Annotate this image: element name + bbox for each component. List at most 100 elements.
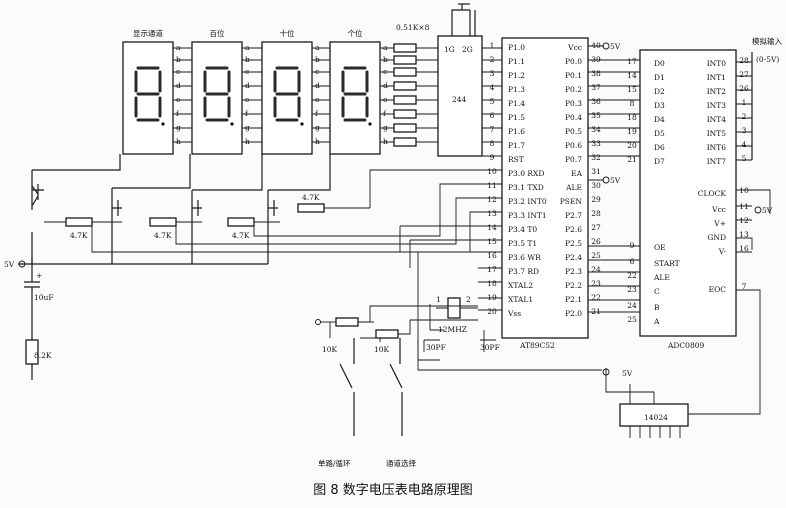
mcu-pin-number: 38 — [591, 69, 601, 78]
resistor-array-label: 0.51K×8 — [396, 23, 430, 32]
mcu-pin-number: 14 — [487, 223, 497, 232]
adc-pin-number: 13 — [739, 230, 749, 239]
resistor-array — [393, 43, 438, 147]
adc-pin-number: 22 — [627, 271, 637, 280]
crystal-cap-label: 30PF — [480, 343, 500, 352]
segment-label: f — [315, 109, 319, 118]
segment-label: h — [176, 137, 181, 146]
adc-pin-number: 21 — [627, 155, 637, 164]
buffer-pin-label: 1G — [444, 45, 455, 54]
mcu-pin-label: XTAL2 — [508, 281, 533, 290]
adc-pin-number: 18 — [627, 113, 637, 122]
adc-pin-label: OE — [654, 243, 666, 252]
mcu-pin-number: 2 — [490, 55, 495, 64]
mcu-pin-number: 6 — [490, 111, 495, 120]
adc-pin-number: 1 — [742, 98, 747, 107]
segment-label: a — [245, 43, 250, 52]
adc-pin-number: 7 — [742, 282, 747, 291]
mcu-pin-number: 21 — [591, 307, 601, 316]
mcu-pin-label: RST — [508, 155, 524, 164]
mcu-pin-label: Vss — [507, 309, 521, 318]
segment-label: b — [176, 55, 181, 64]
mcu-chip — [478, 37, 640, 339]
mcu-pin-label: P1.2 — [508, 71, 525, 80]
display-label: 显示通道 — [133, 28, 163, 38]
segment-label: g — [383, 123, 388, 132]
mcu-pin-number: 37 — [591, 83, 601, 92]
mcu-pin-number: 10 — [487, 167, 497, 176]
counter-14024 — [605, 368, 761, 438]
segment-label: e — [383, 95, 388, 104]
capacitor-label: 10uF — [34, 293, 54, 302]
segment-label: a — [176, 43, 181, 52]
segment-label: b — [245, 55, 250, 64]
mcu-pin-number: 27 — [591, 223, 601, 232]
buffer-pin-label: 2G — [462, 45, 473, 54]
power-label: 5V — [610, 42, 621, 51]
mcu-pin-label: P0.4 — [565, 113, 582, 122]
adc-pin-label: Vcc — [711, 205, 726, 214]
segment-label: f — [245, 109, 249, 118]
segment-label: d — [383, 81, 388, 90]
adc-pin-label: ALE — [653, 273, 670, 282]
mcu-pin-label: P3.1 TXD — [508, 183, 544, 192]
adc-pin-label: INT0 — [707, 59, 727, 68]
mcu-pin-number: 20 — [487, 307, 497, 316]
adc-pin-number: 10 — [739, 186, 749, 195]
mcu-pin-number: 35 — [591, 111, 601, 120]
adc-pin-number: 17 — [627, 57, 637, 66]
mcu-pin-label: P1.1 — [508, 57, 525, 66]
mcu-pin-label: Vcc — [567, 43, 582, 52]
resistor-label: 4.7K — [70, 231, 88, 240]
mcu-pin-label: P0.5 — [565, 127, 582, 136]
mcu-pin-label: P1.4 — [508, 99, 525, 108]
mcu-pin-label: P3.5 T1 — [508, 239, 537, 248]
counter-label: 14024 — [644, 413, 668, 422]
adc-pin-label: D6 — [654, 143, 665, 152]
mcu-pin-number: 30 — [591, 181, 601, 190]
seven-seg-display-1 — [122, 41, 174, 155]
mcu-pin-label: P1.0 — [508, 43, 525, 52]
mcu-pin-label: EA — [571, 169, 582, 178]
mcu-pin-number: 19 — [487, 293, 497, 302]
segment-label: e — [315, 95, 320, 104]
figure-caption: 图 8 数字电压表电路原理图 — [313, 482, 473, 498]
segment-label: a — [315, 43, 320, 52]
adc-pin-label: INT5 — [707, 129, 727, 138]
segment-label: g — [315, 123, 320, 132]
adc-pin-number: 15 — [627, 85, 637, 94]
adc-pin-number: 6 — [630, 257, 635, 266]
buffer-label: 244 — [452, 95, 467, 104]
mcu-pin-number: 12 — [487, 195, 497, 204]
adc-pin-label: INT1 — [707, 73, 726, 82]
segment-label: d — [176, 81, 181, 90]
mcu-pin-label: P2.3 — [565, 267, 582, 276]
segment-label: f — [383, 109, 387, 118]
switch-circuit — [315, 305, 478, 436]
mcu-pin-number: 15 — [487, 237, 497, 246]
adc-pin-label: D5 — [654, 129, 665, 138]
adc-pin-label: INT4 — [707, 115, 727, 124]
adc-pin-number: 23 — [627, 285, 637, 294]
mcu-pin-label: P1.6 — [508, 127, 525, 136]
mcu-pin-label: P2.6 — [565, 225, 582, 234]
switch-resistor-label: 10K — [322, 345, 338, 354]
reset-resistor-label: 8.2K — [34, 351, 52, 360]
mcu-pin-number: 9 — [490, 153, 495, 162]
adc-pin-label: D0 — [654, 59, 665, 68]
display-label: 百位 — [210, 28, 225, 38]
adc-pin-label: D1 — [654, 73, 665, 82]
segment-label: d — [315, 81, 320, 90]
mcu-pin-number: 29 — [591, 195, 601, 204]
resistor-label: 4.7K — [302, 193, 320, 202]
mcu-pin-label: P0.6 — [565, 141, 582, 150]
mcu-pin-label: P1.3 — [508, 85, 525, 94]
mcu-pin-number: 25 — [591, 251, 601, 260]
seven-seg-display-2 — [191, 41, 243, 155]
mcu-pin-label: P0.1 — [565, 71, 582, 80]
power-label: 5V — [622, 369, 633, 378]
adc-pin-number: 8 — [630, 99, 635, 108]
mcu-pin-label: P2.4 — [565, 253, 582, 262]
reset-circuit: + — [24, 258, 42, 380]
mcu-pin-number: 17 — [487, 265, 497, 274]
